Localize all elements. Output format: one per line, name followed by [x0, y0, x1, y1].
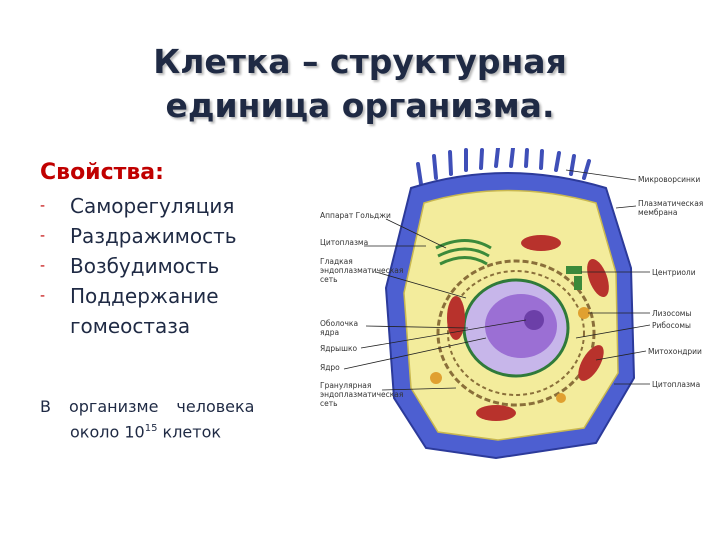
label-nuclear-envelope: ядра [320, 328, 339, 337]
note-suffix: клеток [157, 422, 222, 442]
note-line-1: В организме человека [40, 396, 310, 418]
cell-diagram: Аппарат Гольджи Цитоплазма Гладкая эндоп… [316, 148, 708, 464]
property-text: Саморегуляция [70, 194, 235, 218]
title-line-1: Клетка – структурная [153, 42, 567, 81]
label-smooth-er: эндоплазматическая [320, 266, 403, 275]
lysosome-shape [556, 393, 566, 403]
label-plasma-membrane: мембрана [638, 208, 677, 217]
mitochondrion-shape [447, 296, 465, 340]
cell-count-note: В организме человека около 1015 клеток [40, 396, 310, 443]
label-golgi: Аппарат Гольджи [320, 211, 391, 220]
bullet-dash: - [40, 258, 46, 274]
label-cytoplasm-left: Цитоплазма [320, 238, 368, 247]
note-line-2: около 1015 клеток [40, 418, 310, 443]
properties-heading: Свойства: [40, 160, 164, 185]
bullet-dash: - [40, 228, 46, 244]
title-line-2: единица организма. [165, 86, 555, 125]
label-ribosomes: Рибосомы [652, 321, 691, 330]
nucleolus-shape [524, 310, 544, 330]
label-lysosomes: Лизосомы [652, 309, 691, 318]
cell-illustration: Аппарат Гольджи Цитоплазма Гладкая эндоп… [320, 148, 703, 460]
label-rough-er: эндоплазматическая [320, 390, 403, 399]
property-text: Поддержание гомеостаза [70, 284, 219, 338]
label-nuclear-envelope: Оболочка [320, 319, 358, 328]
lysosome-shape [430, 372, 442, 384]
list-item: - Саморегуляция [40, 191, 310, 221]
list-item: - Возбудимость [40, 251, 310, 281]
property-text: Возбудимость [70, 254, 220, 278]
mitochondrion-shape [521, 235, 561, 251]
bullet-dash: - [40, 198, 46, 214]
nucleus-shape [485, 294, 557, 358]
label-smooth-er: Гладкая [320, 257, 353, 266]
list-item: - Поддержание гомеостаза [40, 281, 310, 341]
label-smooth-er: сеть [320, 275, 338, 284]
leader-lines-right [565, 169, 651, 385]
note-word: человека [176, 397, 255, 416]
bullet-dash: - [40, 288, 46, 304]
lysosome-shape [578, 307, 590, 319]
note-word: В [40, 397, 51, 416]
properties-block: Свойства: - Саморегуляция - Раздражимост… [40, 160, 310, 341]
centriole-shape [574, 276, 582, 290]
label-mitochondria: Митохондрии [648, 347, 702, 356]
label-nucleolus: Ядрышко [320, 344, 357, 353]
label-nucleus: Ядро [320, 363, 340, 372]
slide-title: Клетка – структурная единица организма. [0, 40, 720, 128]
property-text: Раздражимость [70, 224, 237, 248]
leader-lines-left [343, 218, 527, 391]
mitochondrion-shape [476, 405, 516, 421]
label-cytoplasm-right: Цитоплазма [652, 380, 700, 389]
label-rough-er: Гранулярная [320, 381, 371, 390]
centriole-shape [566, 266, 582, 274]
rough-er-shape [436, 259, 596, 407]
microvilli-shape [416, 148, 591, 186]
label-centrioles: Центриоли [652, 268, 696, 277]
note-exponent: 15 [144, 423, 158, 434]
label-microvilli: Микроворсинки [638, 175, 700, 184]
note-prefix: около 10 [70, 422, 145, 442]
mitochondrion-shape [578, 345, 604, 381]
list-item: - Раздражимость [40, 221, 310, 251]
label-plasma-membrane: Плазматическая [638, 199, 703, 208]
mitochondrion-shape [587, 258, 609, 298]
label-rough-er: сеть [320, 399, 338, 408]
note-word: организме [68, 397, 159, 416]
